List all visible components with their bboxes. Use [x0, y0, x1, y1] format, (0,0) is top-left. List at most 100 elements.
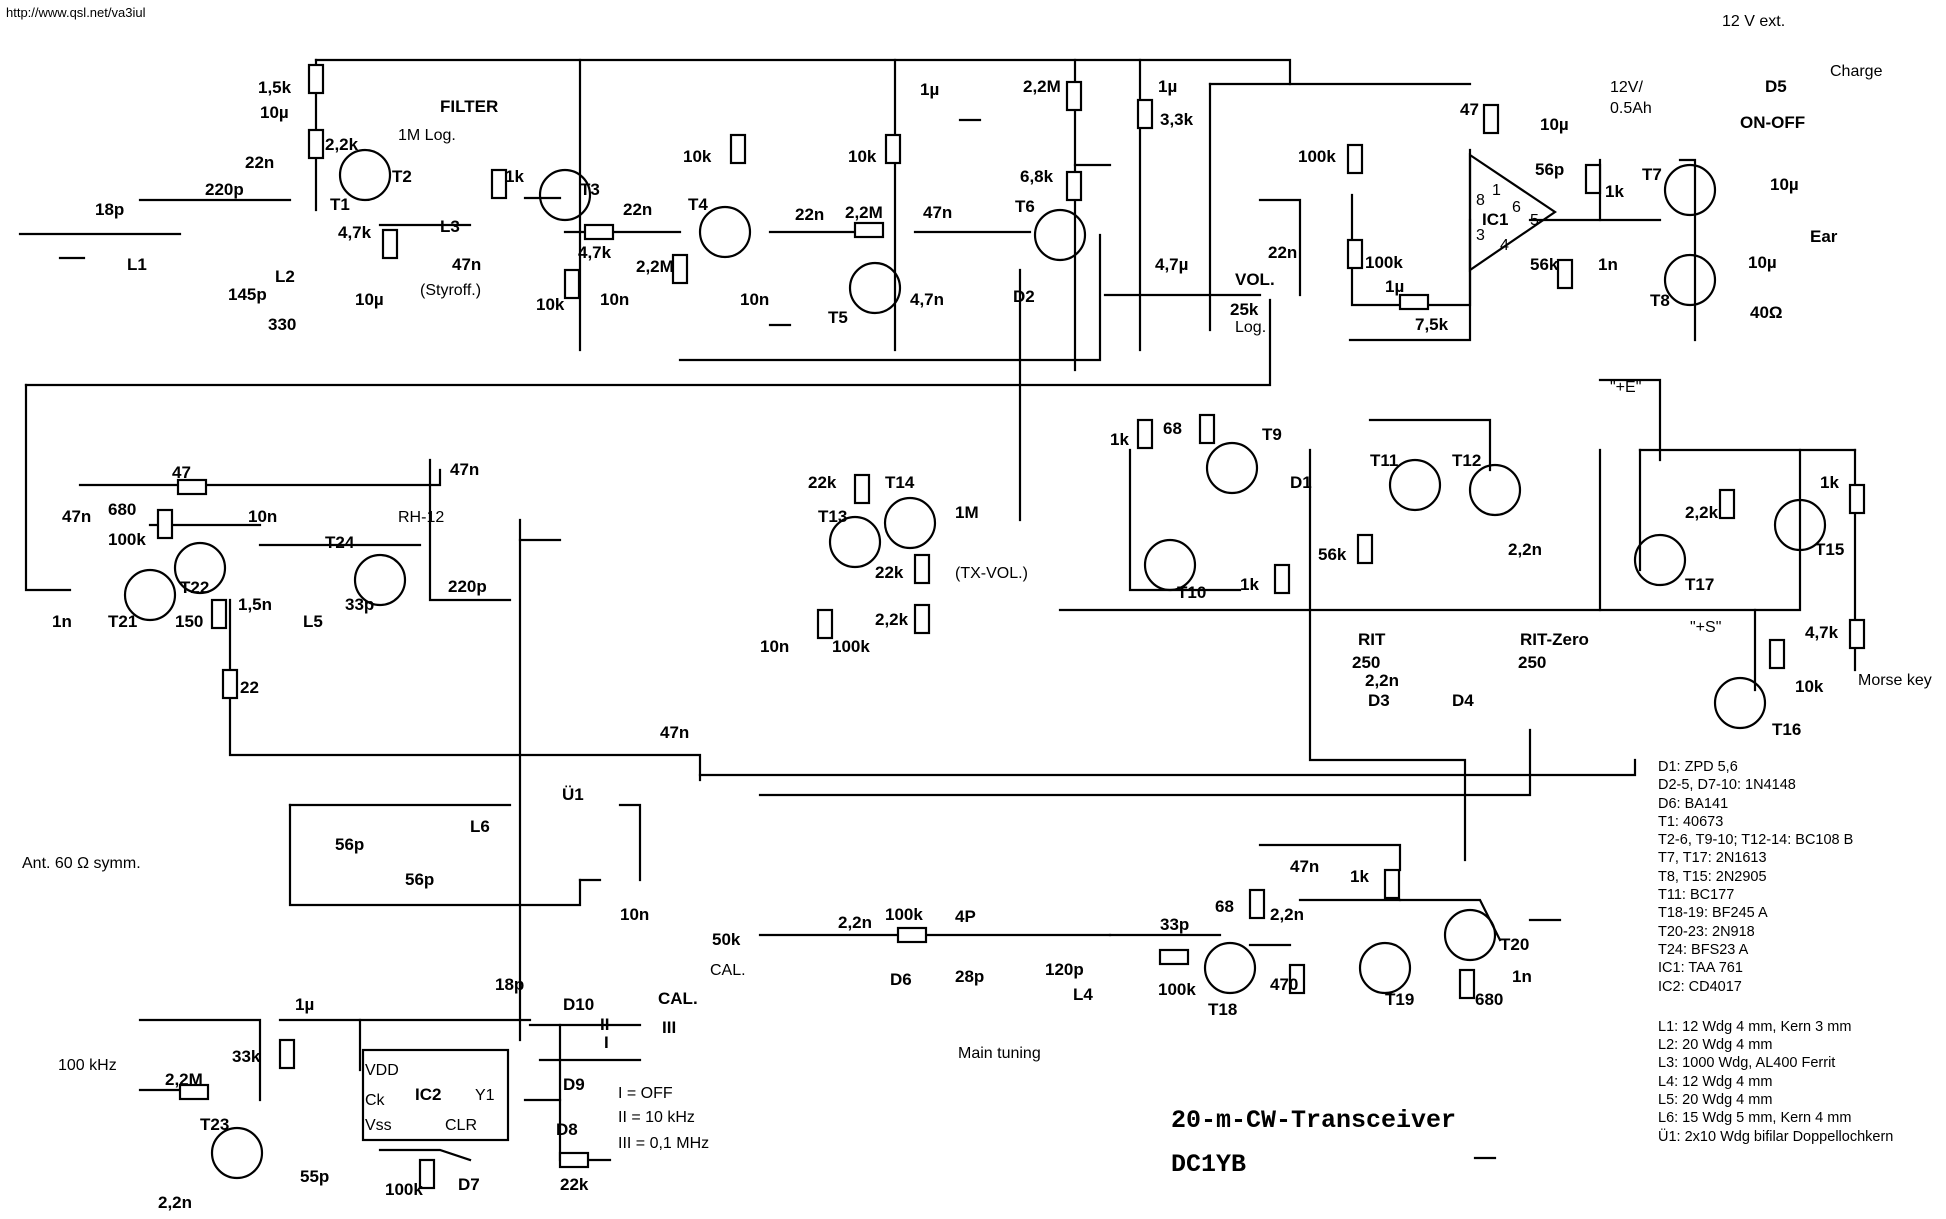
t21-label: T21 — [108, 612, 137, 631]
r-68b: 68 — [1215, 897, 1234, 916]
t11-label: T11 — [1370, 451, 1398, 470]
d10-label: D10 — [563, 995, 594, 1014]
r-1k-a: 1k — [505, 167, 524, 186]
r-33k: 33k — [232, 1047, 261, 1066]
on-off-label: ON-OFF — [1740, 113, 1805, 132]
c-2-2n-a: 2,2n — [1508, 540, 1542, 559]
legend-row: T20-23: 2N918 — [1658, 923, 1755, 940]
switch-pos-3-label: III = 0,1 MHz — [618, 1135, 709, 1152]
legend-row: T1: 40673 — [1658, 813, 1724, 830]
r-1k-d: 1k — [1240, 575, 1259, 594]
d9-label: D9 — [563, 1075, 585, 1094]
t4-label: T4 — [688, 195, 708, 214]
legend-row: T24: BFS23 A — [1658, 941, 1749, 958]
t9-label: T9 — [1262, 425, 1282, 444]
legend-coil-row: L2: 20 Wdg 4 mm — [1658, 1037, 1773, 1054]
c-2-2n-e: 2,2n — [1270, 905, 1304, 924]
battery-capacity-label: 0.5Ah — [1610, 100, 1652, 117]
c-22n-a: 22n — [245, 153, 274, 172]
c-10u-a: 10µ — [260, 103, 289, 122]
r-4-7k-b: 4,7k — [578, 243, 612, 262]
author-callsign: DC1YB — [1171, 1150, 1247, 1179]
cal-switch-label: CAL. — [658, 989, 698, 1008]
d6-label: D6 — [890, 970, 912, 989]
ic1-pin-4: 4 — [1500, 237, 1509, 254]
r-10k-a: 10k — [536, 295, 565, 314]
styroflex-label: (Styroff.) — [420, 282, 481, 299]
ic1-pin-8: 8 — [1476, 192, 1485, 209]
c-220p: 220p — [205, 180, 244, 199]
r-22k-c: 22k — [560, 1175, 589, 1194]
charge-label: Charge — [1830, 63, 1883, 80]
schematic-labels: FILTER 1M Log. (Styroff.) 12 V ext. Char… — [22, 13, 1932, 1212]
r-330: 330 — [268, 315, 296, 334]
switch-ii-label: II — [600, 1015, 609, 1034]
t19-label: T19 — [1385, 990, 1414, 1009]
r-100k-e: 100k — [385, 1180, 423, 1199]
r-47b: 47 — [172, 463, 191, 482]
legend-coil-row: Ü1: 2x10 Wdg bifilar Doppellochkern — [1658, 1128, 1894, 1145]
switch-i-label: I — [604, 1033, 609, 1052]
c-1n-a: 1n — [1598, 255, 1618, 274]
pot-25k: 25k — [1230, 300, 1259, 319]
t16-label: T16 — [1772, 720, 1801, 739]
r-22k-a: 22k — [808, 473, 837, 492]
morse-key-label: Morse key — [1858, 672, 1932, 689]
legend-row: D1: ZPD 5,6 — [1658, 759, 1738, 775]
c-2-2n-c: 2,2n — [158, 1193, 192, 1212]
u1-label: Ü1 — [562, 785, 584, 804]
component-legend: D1: ZPD 5,6 D2-5, D7-10: 1N4148 D6: BA14… — [1658, 758, 1940, 1146]
ear-label: Ear — [1810, 227, 1838, 246]
c-33p-b: 33p — [1160, 915, 1189, 934]
r-47: 47 — [1460, 100, 1479, 119]
r-100k-f: 100k — [885, 905, 923, 924]
spk-40: 40Ω — [1750, 303, 1783, 322]
r-2-2k-b: 2,2k — [1685, 503, 1719, 522]
c-47n-e: 47n — [660, 723, 689, 742]
d1-label: D1 — [1290, 473, 1312, 492]
pot-1m-log-label: 1M Log. — [398, 127, 456, 144]
legend-row: D6: BA141 — [1658, 795, 1729, 812]
pot-250-b: 250 — [1518, 653, 1546, 672]
switch-pos-1-label: I = OFF — [618, 1085, 673, 1102]
pot-1m: 1M — [955, 503, 979, 522]
c-10u-b: 10µ — [355, 290, 384, 309]
r-100k-c: 100k — [832, 637, 870, 656]
switch-pos-2-label: II = 10 kHz — [618, 1109, 695, 1126]
r-6-8k: 6,8k — [1020, 167, 1054, 186]
ic1-label: IC1 — [1482, 210, 1508, 229]
r-100k-g: 100k — [1158, 980, 1196, 999]
l6-label: L6 — [470, 817, 490, 836]
legend-row: T8, T15: 2N2905 — [1658, 868, 1767, 885]
main-tuning-label: Main tuning — [958, 1045, 1041, 1062]
pot-50k: 50k — [712, 930, 741, 949]
r-22k-b: 22k — [875, 563, 904, 582]
relay-label: RH-12 — [398, 509, 444, 526]
r-56k-b: 56k — [1318, 545, 1347, 564]
r-100k-a: 100k — [1298, 147, 1336, 166]
vol-log-label: Log. — [1235, 319, 1266, 336]
d8-label: D8 — [556, 1120, 578, 1139]
t24-label: T24 — [325, 533, 355, 552]
c-22n-b: 22n — [623, 200, 652, 219]
c-18p-a: 18p — [95, 200, 124, 219]
r-2-2m-b: 2,2M — [845, 203, 883, 222]
t12-label: T12 — [1452, 451, 1481, 470]
r-1-5k: 1,5k — [258, 78, 292, 97]
legend-row: T2-6, T9-10; T12-14: BC108 B — [1658, 832, 1854, 849]
c-1u-a: 1µ — [920, 80, 939, 99]
schematic-title: 20-m-CW-Transceiver — [1171, 1106, 1457, 1135]
c-1u-c: 1µ — [1385, 277, 1404, 296]
ic2-label: IC2 — [415, 1085, 441, 1104]
r-100k-d: 100k — [108, 530, 146, 549]
t23-label: T23 — [200, 1115, 229, 1134]
ic1-pin-3: 3 — [1476, 227, 1485, 244]
c-56p: 56p — [1535, 160, 1564, 179]
t8-label: T8 — [1650, 291, 1670, 310]
rit-label: RIT — [1358, 630, 1386, 649]
c-55p: 55p — [300, 1167, 329, 1186]
c-10u-c: 10µ — [1540, 115, 1569, 134]
r-150: 150 — [175, 612, 203, 631]
ic1-pin-6: 6 — [1512, 199, 1521, 216]
ic1-pin-1: 1 — [1492, 182, 1501, 199]
